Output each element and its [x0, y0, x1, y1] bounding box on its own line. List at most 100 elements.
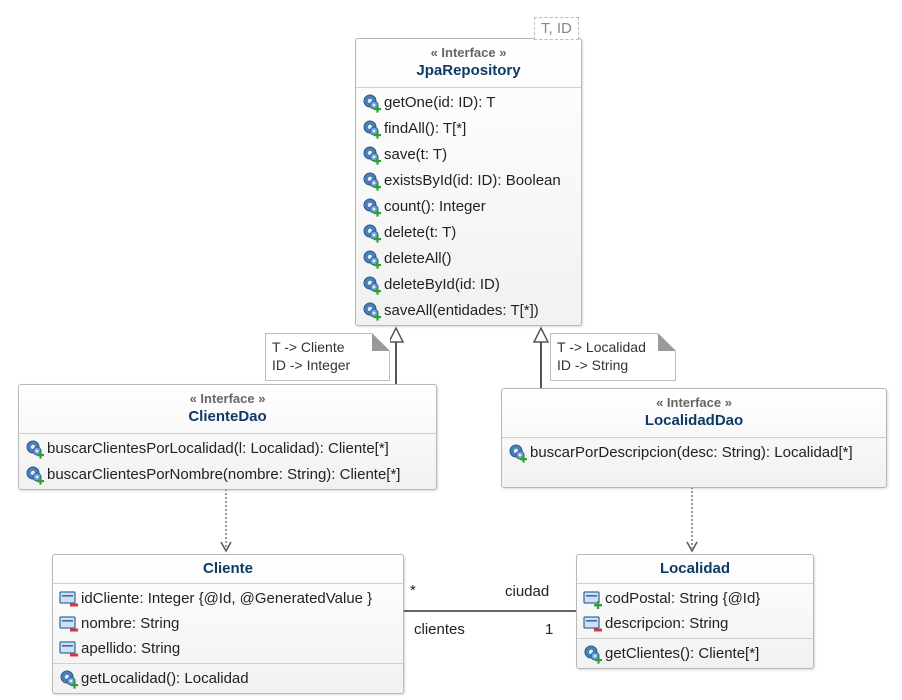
public-operation-icon [508, 443, 528, 463]
operation-label: deleteById(id: ID) [384, 276, 500, 293]
operation-row[interactable]: existsById(id: ID): Boolean [356, 168, 581, 194]
cliente-class[interactable]: Cliente idCliente: Integer {@Id, @Genera… [52, 554, 404, 694]
public-operation-icon [59, 669, 79, 689]
public-operation-icon [362, 275, 382, 295]
attribute-label: descripcion: String [605, 615, 729, 632]
operation-label: getOne(id: ID): T [384, 94, 496, 111]
stereotype-label: « Interface » [656, 395, 732, 410]
public-operation-icon [25, 465, 45, 485]
operation-row[interactable]: buscarClientesPorLocalidad(l: Localidad)… [19, 436, 436, 462]
class-name: LocalidadDao [644, 412, 744, 429]
operations-section: getOne(id: ID): T findAll(): T[*] save(t… [356, 88, 581, 326]
note-line: T -> Cliente [272, 339, 345, 355]
attributes-section: codPostal: String {@Id} descripcion: Str… [577, 584, 813, 639]
note-fold [372, 333, 390, 351]
operation-row[interactable]: saveAll(entidades: T[*]) [356, 298, 581, 324]
localidad-binding-note[interactable]: T -> Localidad ID -> String [550, 333, 676, 381]
operation-label: count(): Integer [384, 198, 486, 215]
class-name: JpaRepository [416, 62, 521, 79]
class-name: Cliente [202, 560, 253, 577]
attribute-row[interactable]: codPostal: String {@Id} [577, 586, 813, 611]
operation-label: getClientes(): Cliente[*] [605, 645, 760, 662]
note-line: ID -> Integer [272, 357, 351, 373]
operations-section: getLocalidad(): Localidad [53, 664, 403, 694]
public-operation-icon [583, 644, 603, 664]
attribute-label: apellido: String [81, 640, 181, 657]
class-name: Localidad [659, 560, 730, 577]
operation-row[interactable]: deleteById(id: ID) [356, 272, 581, 298]
operation-label: existsById(id: ID): Boolean [384, 172, 561, 189]
stereotype-label: « Interface » [189, 391, 266, 406]
clientedao-extends-arrowhead [387, 326, 405, 343]
localidad-header: Localidad [577, 555, 813, 584]
cliente-dao-interface[interactable]: « Interface » ClienteDao buscarClientesP… [18, 384, 437, 490]
attribute-row[interactable]: nombre: String [53, 611, 403, 636]
operation-row[interactable]: getOne(id: ID): T [356, 90, 581, 116]
operation-label: getLocalidad(): Localidad [81, 670, 249, 687]
localidaddao-extends-arrowhead [532, 326, 550, 343]
operations-section: buscarPorDescripcion(desc: String): Loca… [502, 438, 886, 468]
public-operation-icon [362, 171, 382, 191]
attributes-section: idCliente: Integer {@Id, @GeneratedValue… [53, 584, 403, 664]
public-operation-icon [362, 301, 382, 321]
note-line: ID -> String [557, 357, 629, 373]
localidad-dao-interface[interactable]: « Interface » LocalidadDao buscarPorDesc… [501, 388, 887, 488]
operation-row[interactable]: findAll(): T[*] [356, 116, 581, 142]
cliente-binding-note[interactable]: T -> Cliente ID -> Integer [265, 333, 390, 381]
localidaddao-depends-arrowhead [686, 541, 698, 553]
cliente-dao-header: « Interface » ClienteDao [19, 385, 436, 434]
attribute-row[interactable]: descripcion: String [577, 611, 813, 636]
attribute-label: nombre: String [81, 615, 180, 632]
note-line: T -> Localidad [557, 339, 646, 355]
attribute-label: idCliente: Integer {@Id, @GeneratedValue… [81, 590, 373, 607]
private-attribute-icon [583, 614, 603, 634]
role-clientes: clientes [414, 621, 465, 638]
operations-section: buscarClientesPorLocalidad(l: Localidad)… [19, 434, 436, 490]
public-operation-icon [362, 223, 382, 243]
operation-row[interactable]: getLocalidad(): Localidad [53, 666, 403, 692]
cliente-header: Cliente [53, 555, 403, 584]
operation-label: saveAll(entidades: T[*]) [384, 302, 539, 319]
clientedao-depends-arrowhead [220, 541, 232, 553]
operation-row[interactable]: count(): Integer [356, 194, 581, 220]
private-attribute-icon [59, 614, 79, 634]
public-operation-icon [25, 439, 45, 459]
public-operation-icon [362, 197, 382, 217]
operation-row[interactable]: deleteAll() [356, 246, 581, 272]
public-operation-icon [362, 119, 382, 139]
operation-label: delete(t: T) [384, 224, 457, 241]
localidad-class[interactable]: Localidad codPostal: String {@Id} descri… [576, 554, 814, 669]
class-name: ClienteDao [188, 408, 267, 425]
jpa-repository-interface[interactable]: « Interface » JpaRepository getOne(id: I… [355, 38, 582, 326]
operation-label: findAll(): T[*] [384, 120, 467, 137]
jpa-repository-header: « Interface » JpaRepository [356, 39, 581, 88]
public-operation-icon [362, 145, 382, 165]
public-operation-icon [362, 249, 382, 269]
private-attribute-icon [59, 589, 79, 609]
operation-label: buscarClientesPorNombre(nombre: String):… [47, 466, 401, 483]
operation-label: buscarPorDescripcion(desc: String): Loca… [530, 444, 853, 461]
note-fold [658, 333, 676, 351]
public-attribute-icon [583, 589, 603, 609]
attribute-label: codPostal: String {@Id} [605, 590, 761, 607]
template-parameters: T, ID [534, 17, 579, 40]
multiplicity-cliente: * [410, 582, 416, 599]
operation-row[interactable]: buscarPorDescripcion(desc: String): Loca… [502, 440, 886, 466]
operation-row[interactable]: delete(t: T) [356, 220, 581, 246]
role-ciudad: ciudad [505, 583, 550, 600]
attribute-row[interactable]: apellido: String [53, 636, 403, 661]
localidad-dao-header: « Interface » LocalidadDao [502, 389, 886, 438]
private-attribute-icon [59, 639, 79, 659]
stereotype-label: « Interface » [430, 45, 507, 60]
multiplicity-localidad: 1 [545, 621, 554, 638]
public-operation-icon [362, 93, 382, 113]
operation-row[interactable]: save(t: T) [356, 142, 581, 168]
operation-label: save(t: T) [384, 146, 448, 163]
attribute-row[interactable]: idCliente: Integer {@Id, @GeneratedValue… [53, 586, 403, 611]
operation-label: buscarClientesPorLocalidad(l: Localidad)… [47, 440, 389, 457]
operation-row[interactable]: buscarClientesPorNombre(nombre: String):… [19, 462, 436, 488]
operation-row[interactable]: getClientes(): Cliente[*] [577, 641, 813, 667]
operations-section: getClientes(): Cliente[*] [577, 639, 813, 669]
